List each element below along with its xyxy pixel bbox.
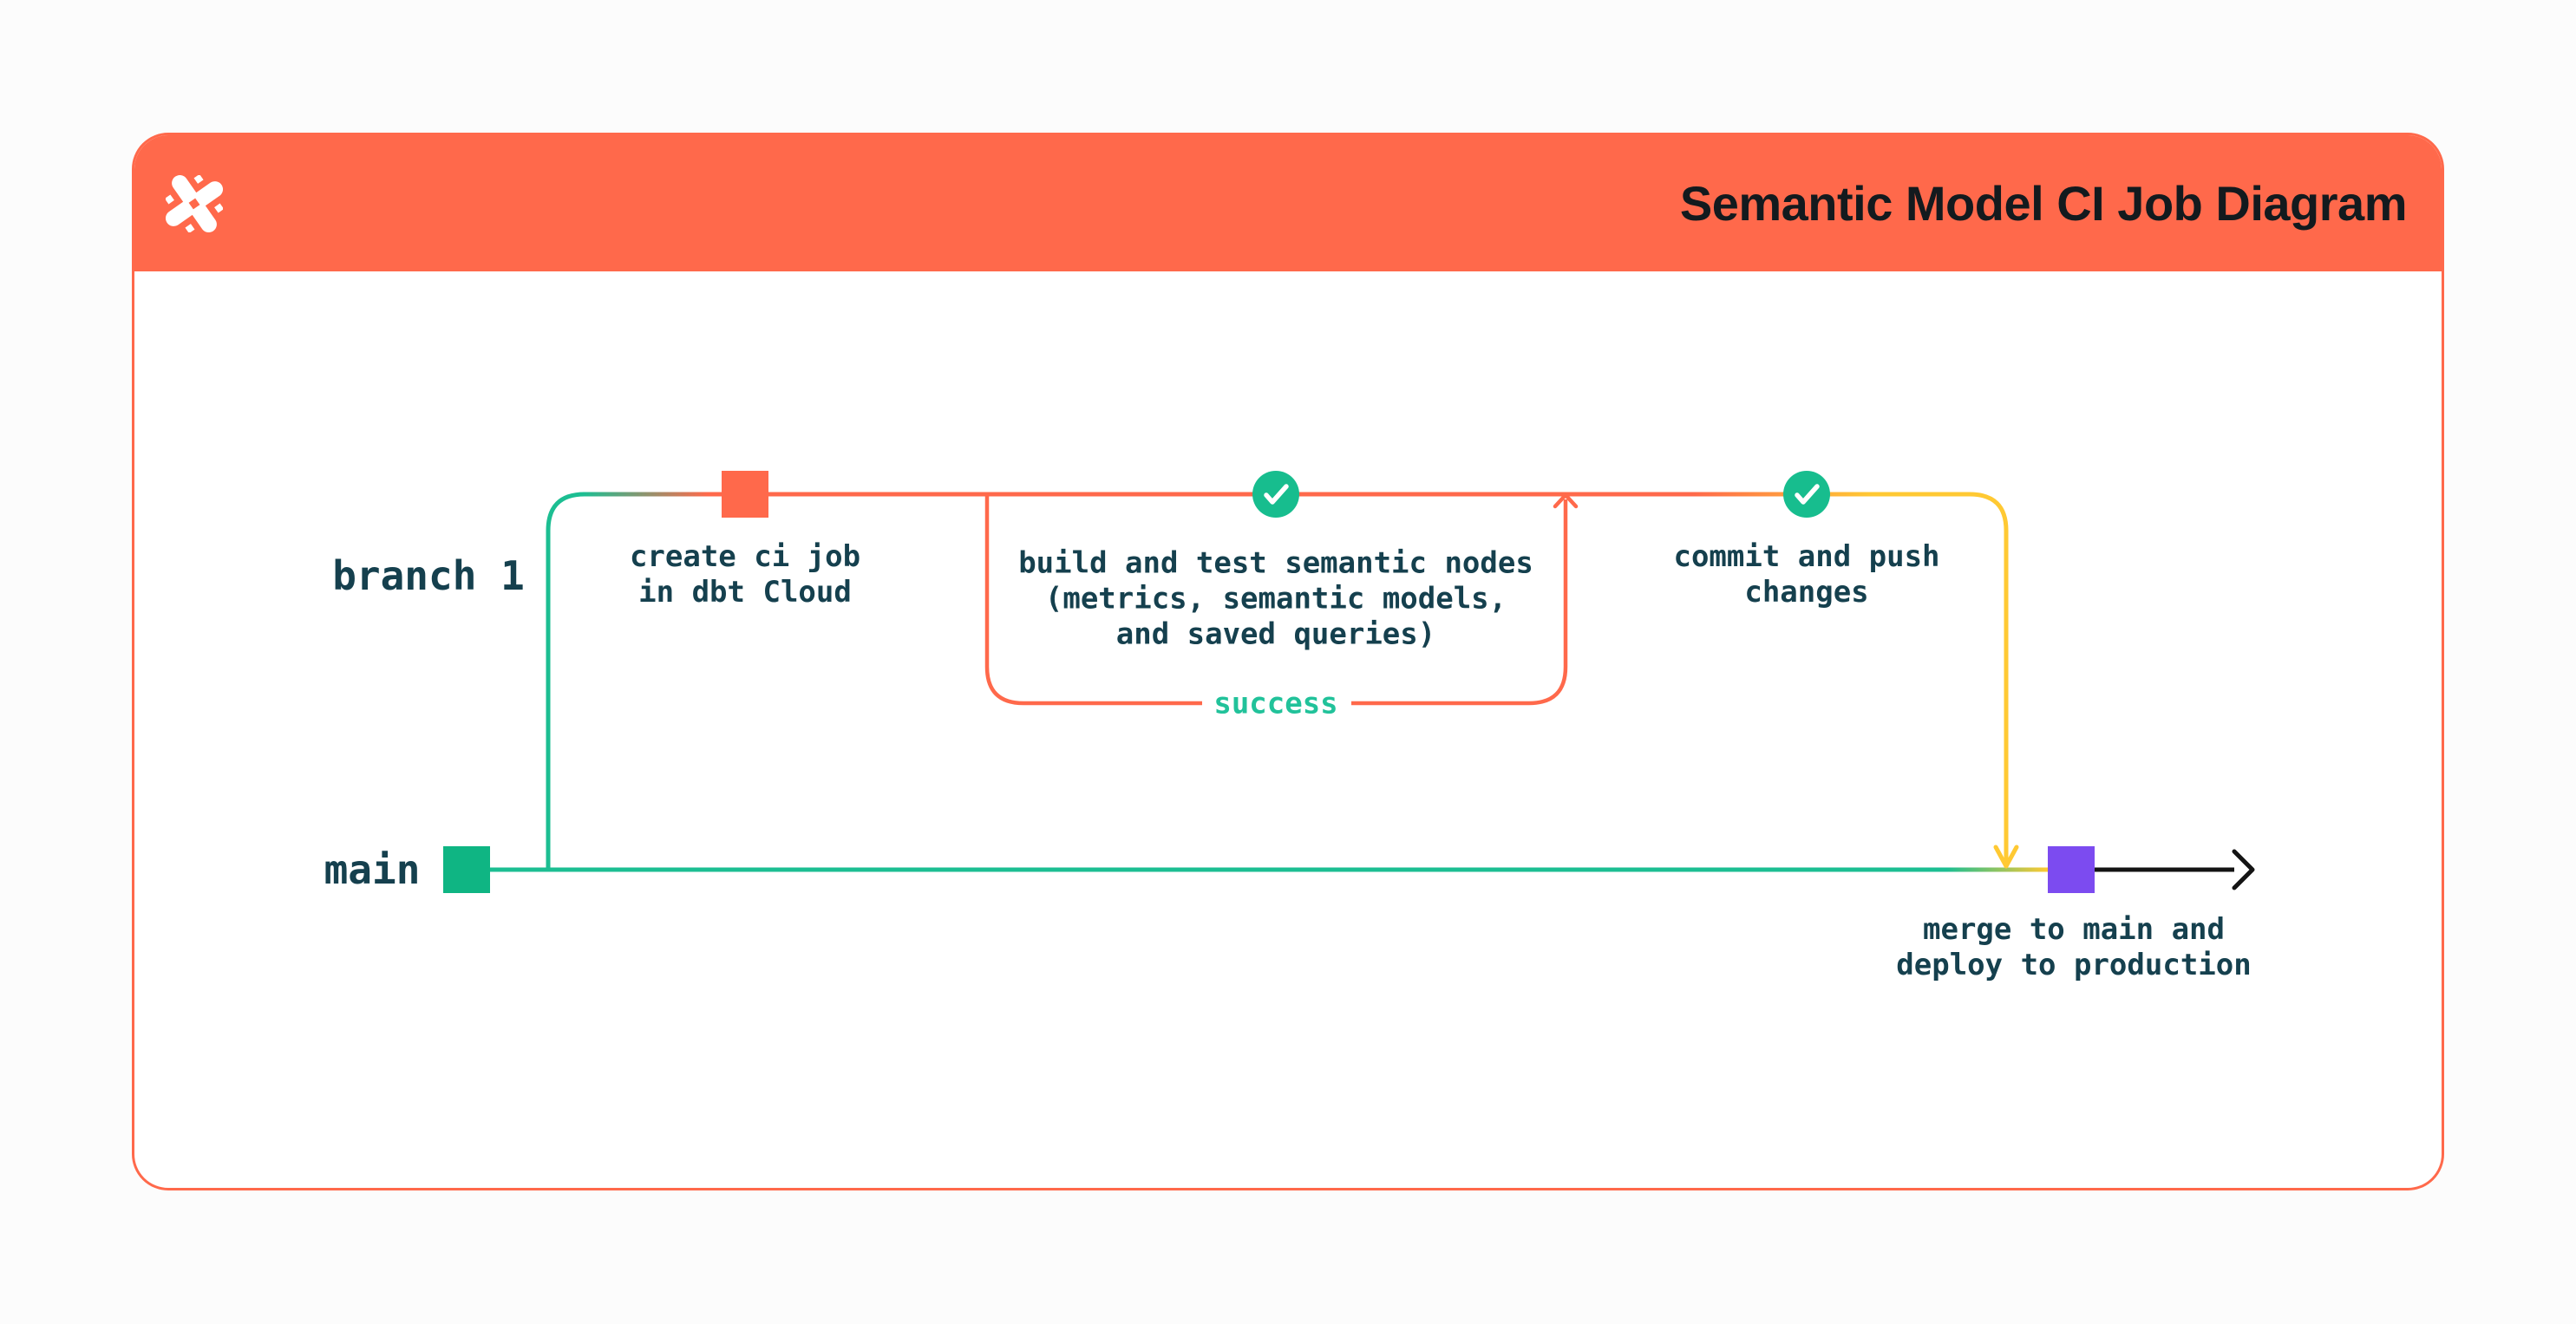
lane-label-main: main xyxy=(324,846,421,893)
step-label-commit-and-push: commit and push changes xyxy=(1673,539,1940,610)
loop-status-label-success: success xyxy=(1213,686,1338,721)
step-label-build-and-test: build and test semantic nodes (metrics, … xyxy=(1018,545,1533,652)
page-title: Semantic Model CI Job Diagram xyxy=(1679,176,2408,231)
step-label-merge-deploy: merge to main and deploy to production xyxy=(1896,912,2252,982)
dbt-logo-icon xyxy=(166,174,223,232)
step-label-create-ci-job: create ci job in dbt Cloud xyxy=(629,539,861,610)
lane-label-branch-1: branch 1 xyxy=(332,552,525,599)
header-bar: Semantic Model CI Job Diagram xyxy=(134,135,2442,271)
diagram-card: Semantic Model CI Job Diagram xyxy=(132,133,2444,1190)
